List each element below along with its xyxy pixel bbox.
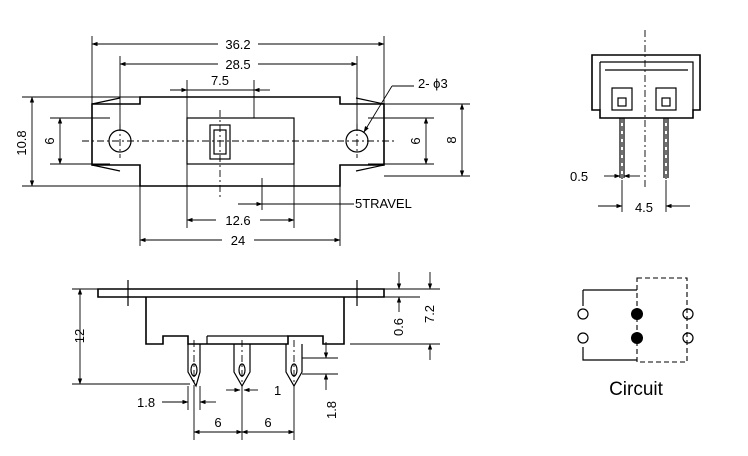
dim-body-inner-height: 8 <box>444 136 459 143</box>
terminal-common-top <box>631 308 643 320</box>
travel-note: 5TRAVEL <box>355 196 412 211</box>
dim-left-tab: 6 <box>42 137 57 144</box>
dim-pin-thickness: 0.5 <box>570 169 588 184</box>
terminal-right-bottom <box>682 332 694 344</box>
dim-right-tab: 6 <box>408 137 423 144</box>
dim-actuator-width: 7.5 <box>211 73 229 88</box>
dim-pin-spacing: 4.5 <box>635 200 653 215</box>
dim-pin-pitch-left: 6 <box>214 415 221 430</box>
top-view-outline <box>91 96 385 187</box>
dim-flange-to-pin: 7.2 <box>422 305 437 323</box>
dim-overall-length: 36.2 <box>225 37 250 52</box>
dim-flange-thickness: 0.6 <box>391 318 406 336</box>
terminal-right-top <box>682 308 694 320</box>
dim-pin-thickness-right: 1.8 <box>324 401 339 419</box>
circuit-diagram: Circuit <box>577 277 694 400</box>
terminal-left-bottom <box>577 332 589 344</box>
dim-overall-height: 12 <box>72 329 87 343</box>
dim-body-length: 24 <box>231 233 245 248</box>
dim-slot-length: 12.6 <box>225 213 250 228</box>
circuit-caption: Circuit <box>609 379 664 400</box>
top-view: 36.2 28.5 7.5 2- ϕ3 10.8 6 6 <box>14 36 470 248</box>
front-view: 12 0.6 7.2 1.8 1 1.8 6 6 <box>72 272 440 440</box>
dim-pin-gap: 1 <box>274 383 281 398</box>
dim-pin-width: 1.8 <box>137 395 155 410</box>
terminal-left-top <box>577 308 589 320</box>
holes-note: 2- ϕ3 <box>418 76 448 91</box>
circuit-slider-box <box>636 277 688 363</box>
dim-hole-pitch: 28.5 <box>225 57 250 72</box>
side-view: 0.5 4.5 <box>570 30 701 215</box>
dim-body-height: 10.8 <box>14 130 29 155</box>
dim-pin-pitch-right: 6 <box>264 415 271 430</box>
terminal-common-bottom <box>631 332 643 344</box>
